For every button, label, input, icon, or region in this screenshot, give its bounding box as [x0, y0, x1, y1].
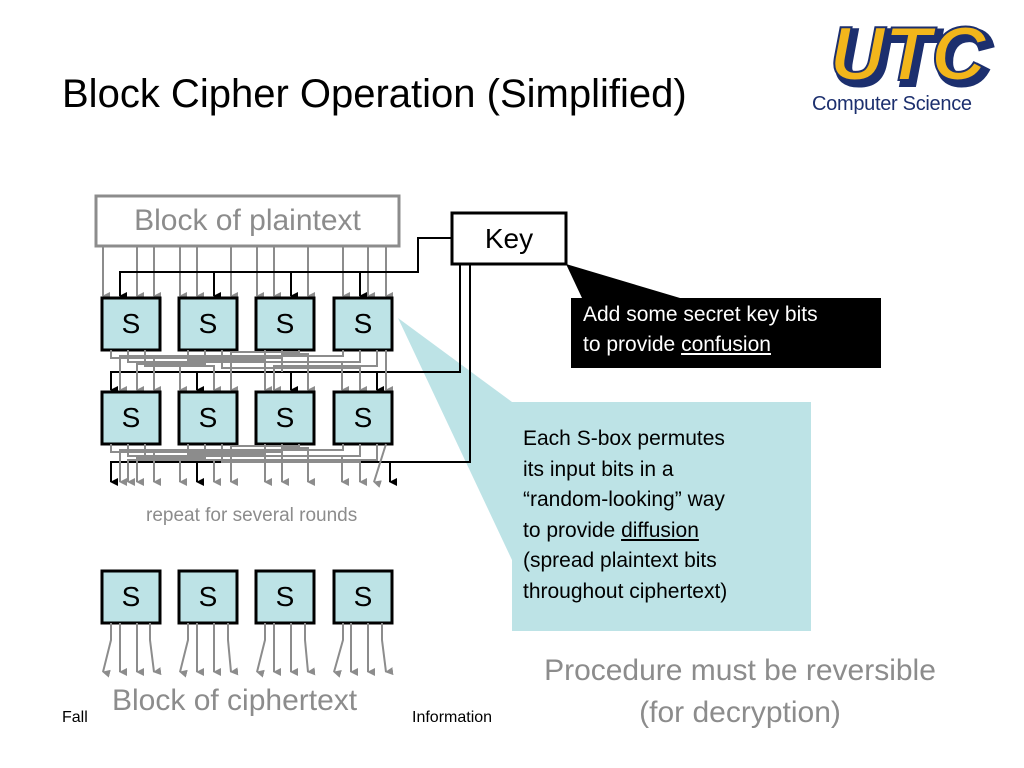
diffusion-term: diffusion: [621, 518, 699, 542]
sbox-label: S: [121, 402, 141, 433]
round2-sboxes: [100, 390, 394, 446]
callout-line: “random-looking” way: [523, 488, 725, 511]
sbox-final-4: [332, 569, 394, 625]
callout-line: (spread plaintext bits: [523, 549, 717, 572]
sbox-r1-2: [177, 296, 239, 352]
output-wires: [102, 623, 394, 678]
final-sboxes: [100, 569, 394, 625]
callout-text: to provide: [523, 518, 622, 542]
key-label: Key: [484, 222, 534, 254]
round1-permutation-wires: [110, 350, 393, 394]
callout-line: to provide diffusion: [523, 516, 799, 547]
key-wires: [110, 237, 471, 486]
sbox-final-3: [254, 569, 316, 625]
sbox-label: S: [198, 581, 218, 612]
ciphertext-label: Block of ciphertext: [112, 684, 358, 717]
svg-text:UTC: UTC: [830, 14, 987, 97]
sbox-label: S: [353, 402, 373, 433]
confusion-callout: Add some secret key bits to provide conf…: [571, 298, 881, 368]
svg-text:UTC: UTC: [834, 16, 991, 101]
sbox-r2-3: [254, 390, 316, 446]
logo-subtitle: Computer Science: [812, 93, 972, 115]
round1-sboxes: [100, 296, 394, 352]
confusion-term: confusion: [681, 333, 771, 356]
plaintext-label: Block of plaintext: [134, 204, 361, 237]
sbox-r1-3: [254, 296, 316, 352]
callout-text: to provide: [583, 333, 682, 356]
repeat-label: repeat for several rounds: [146, 505, 358, 526]
callout-line: Each S-box permutes: [523, 427, 725, 450]
utc-logo: UTC UTC: [829, 14, 994, 104]
callout-line: Add some secret key bits: [583, 303, 818, 326]
reversible-note: Procedure must be reversible (for decryp…: [500, 650, 980, 734]
sbox-label: S: [275, 581, 295, 612]
sbox-r2-4: [332, 390, 394, 446]
sbox-r1-4: [332, 296, 394, 352]
callout-line: to provide confusion: [583, 330, 869, 360]
note-line: (for decryption): [639, 696, 841, 729]
sbox-label: S: [353, 308, 373, 339]
footer-left: Fall: [62, 709, 88, 726]
sbox-r1-1: [100, 296, 162, 352]
sbox-label: S: [198, 402, 218, 433]
diffusion-callout: Each S-box permutes its input bits in a …: [512, 402, 811, 631]
sbox-label: S: [121, 581, 141, 612]
sbox-r2-1: [100, 390, 162, 446]
round2-permutation-wires: [110, 443, 387, 488]
sbox-r2-2: [177, 390, 239, 446]
key-box: [450, 211, 568, 266]
sbox-final-1: [100, 569, 162, 625]
sbox-label: S: [353, 581, 373, 612]
plaintext-block: [94, 194, 401, 248]
sbox-label: S: [198, 308, 218, 339]
callout-line: throughout ciphertext): [523, 579, 728, 603]
confusion-callout-pointer: [566, 264, 680, 298]
footer-center: Information: [412, 709, 493, 726]
sbox-label: S: [275, 402, 295, 433]
diffusion-callout-pointer: [398, 318, 512, 560]
sbox-label: S: [121, 308, 141, 339]
sbox-label: S: [275, 308, 295, 339]
sbox-final-2: [177, 569, 239, 625]
note-line: Procedure must be reversible: [544, 654, 936, 687]
slide-title: Block Cipher Operation (Simplified): [62, 72, 687, 116]
callout-line: its input bits in a: [523, 457, 674, 481]
